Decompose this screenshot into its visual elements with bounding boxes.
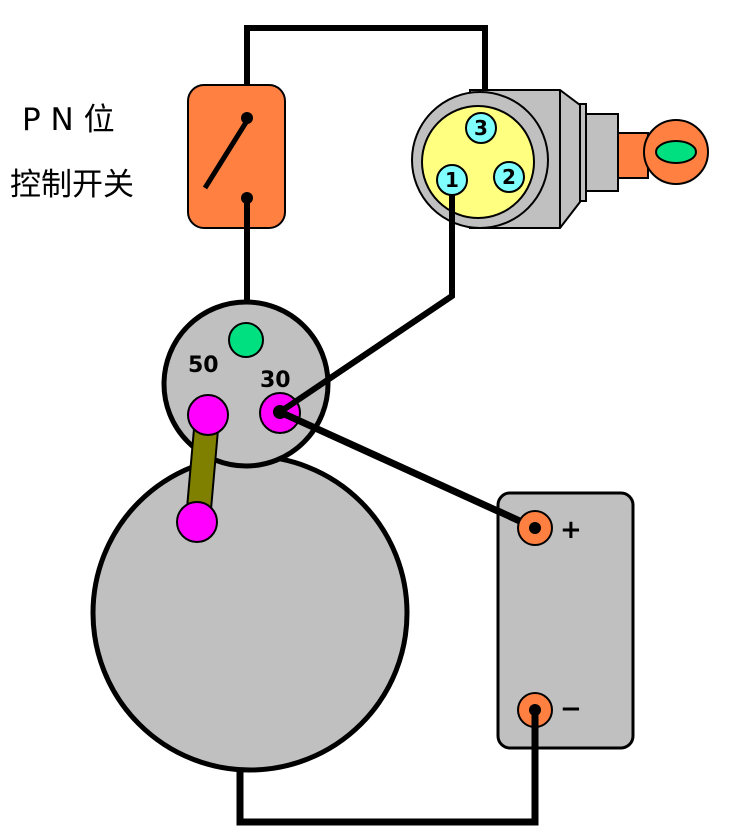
pn-label-line1: P N 位 [22, 102, 115, 138]
pn-label-line2: 控制开关 [10, 167, 134, 203]
pin-3: 3 [465, 112, 497, 144]
negative-sign: − [560, 694, 582, 724]
pin-2: 2 [493, 161, 525, 193]
positive-sign: + [560, 515, 582, 545]
wire-ground [236, 710, 539, 826]
wire-30-to-battery-positive [278, 408, 537, 532]
switch-blade [202, 114, 253, 190]
svg-text:2: 2 [502, 165, 516, 189]
pn-control-switch [187, 84, 286, 229]
terminal-switch-input [228, 322, 264, 358]
svg-text:1: 1 [445, 168, 459, 192]
switch-contact-top [241, 112, 253, 124]
motor-terminal [176, 501, 218, 543]
label-30: 30 [260, 368, 291, 393]
starter-motor [90, 453, 410, 773]
terminal-50 [187, 394, 229, 436]
svg-text:3: 3 [474, 116, 488, 140]
battery [496, 491, 635, 750]
pin-1: 1 [436, 164, 468, 196]
key-hole [655, 140, 697, 164]
ignition-switch [411, 89, 709, 229]
label-50: 50 [188, 353, 219, 378]
wire-switch-to-pin3 [244, 25, 488, 128]
